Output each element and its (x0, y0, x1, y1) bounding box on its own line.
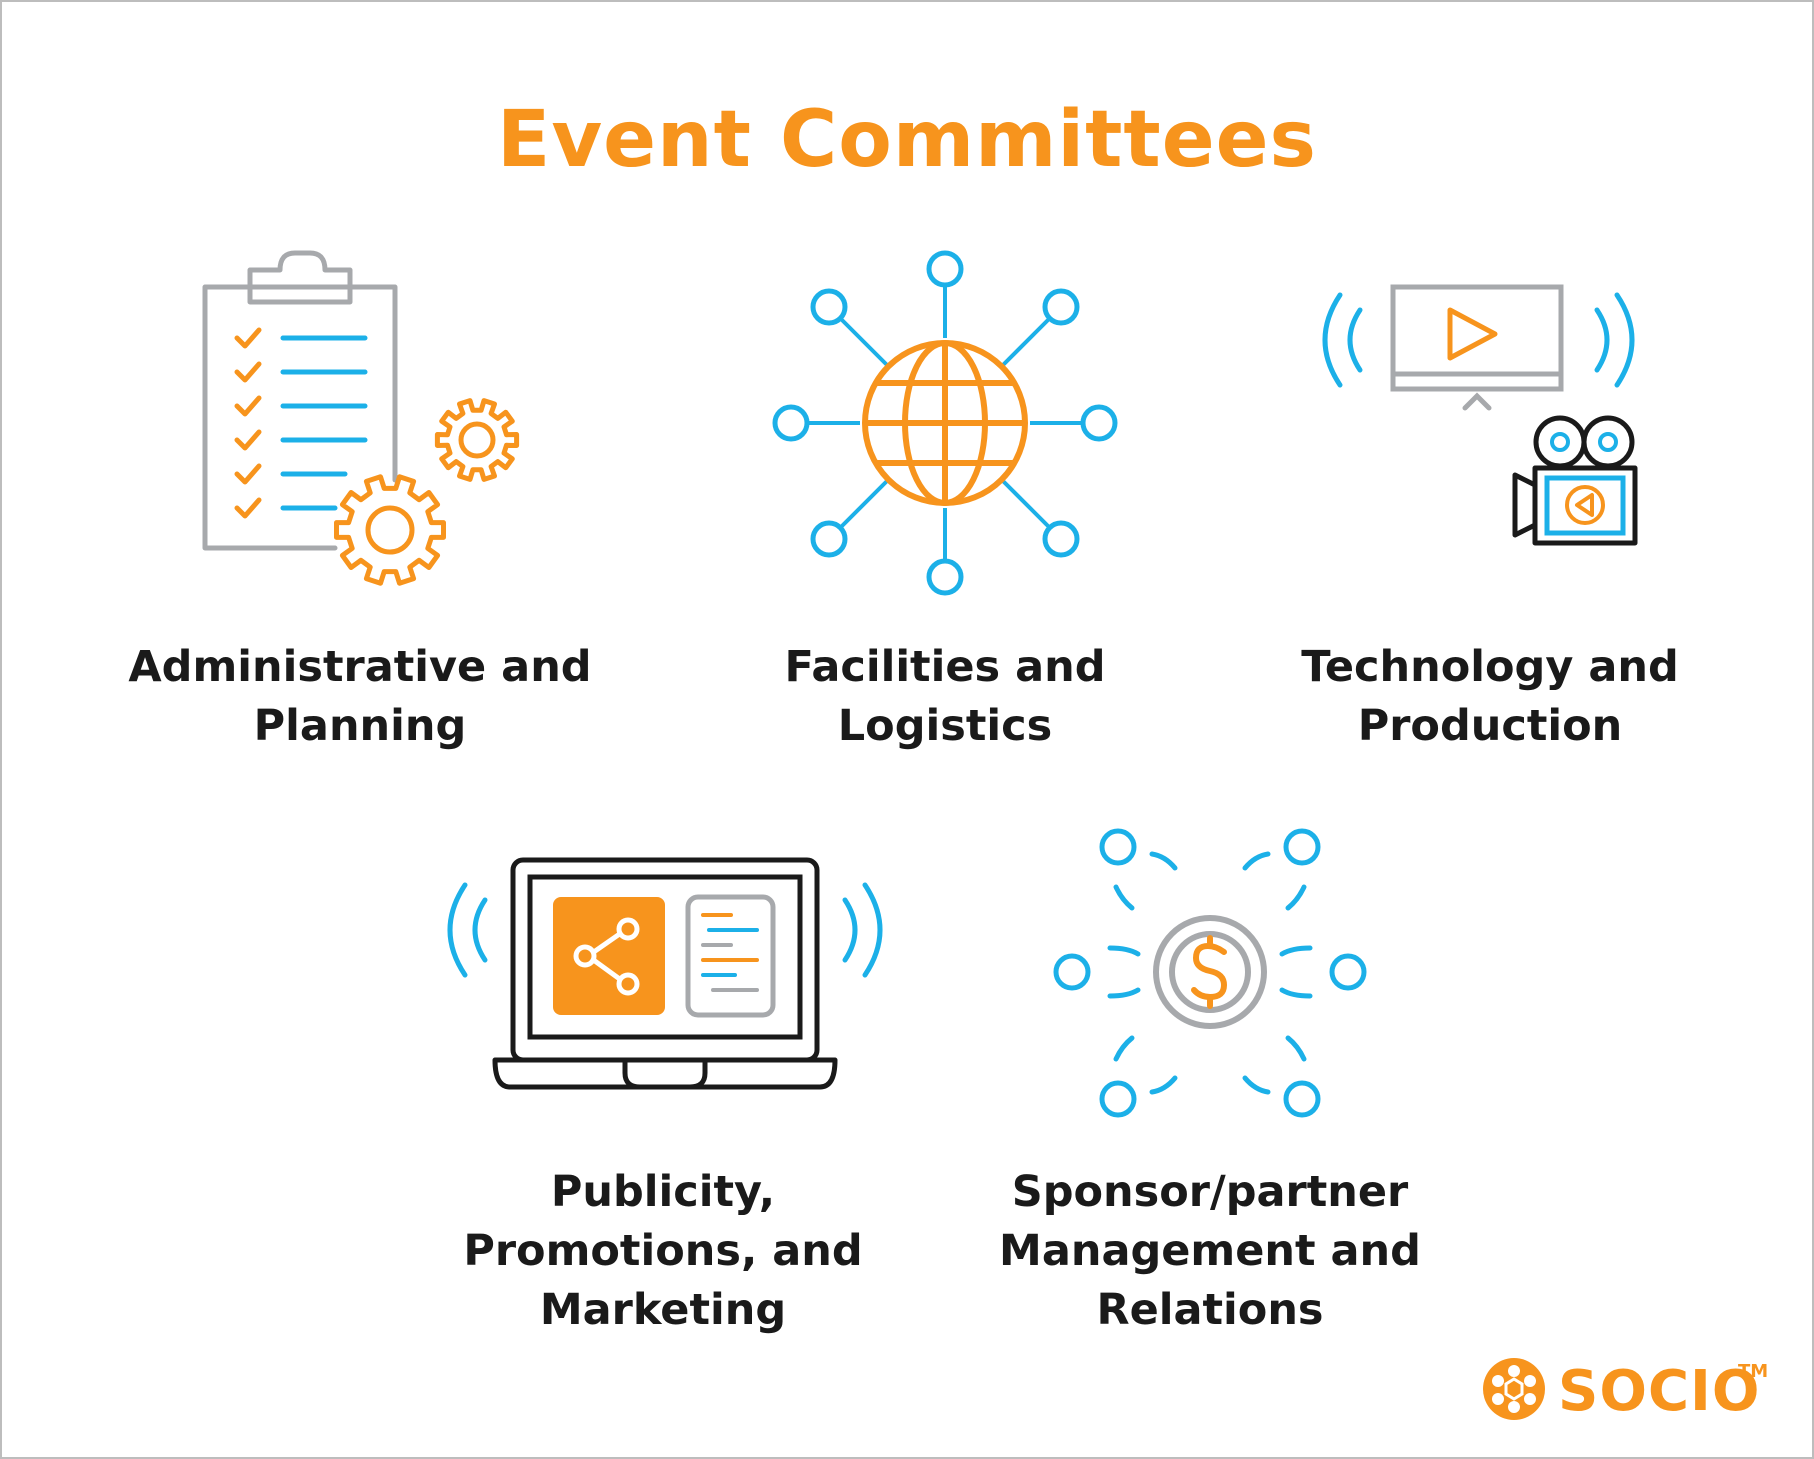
socio-logo-icon (1483, 1358, 1545, 1420)
brand-trademark: TM (1738, 1361, 1769, 1382)
committee-label-publicity: Publicity, Promotions, and Marketing (463, 1167, 863, 1335)
committee-label-facilities: Facilities and Logistics (784, 642, 1106, 751)
committee-label-technology: Technology and Production (1301, 642, 1679, 751)
laptop-share-icon (447, 857, 883, 1090)
dollar-network-icon (1053, 828, 1367, 1118)
committee-label-administrative: Administrative and Planning (128, 642, 592, 751)
video-production-icon (1322, 284, 1638, 546)
brand-name: SOCIO (1558, 1359, 1761, 1424)
socio-logo: SOCIO TM (1482, 1357, 1772, 1424)
clipboard-gears-icon (202, 250, 520, 586)
globe-network-icon (772, 250, 1118, 596)
committee-label-sponsor: Sponsor/partner Management and Relations (999, 1167, 1421, 1335)
page-title: Event Committees (497, 95, 1317, 185)
